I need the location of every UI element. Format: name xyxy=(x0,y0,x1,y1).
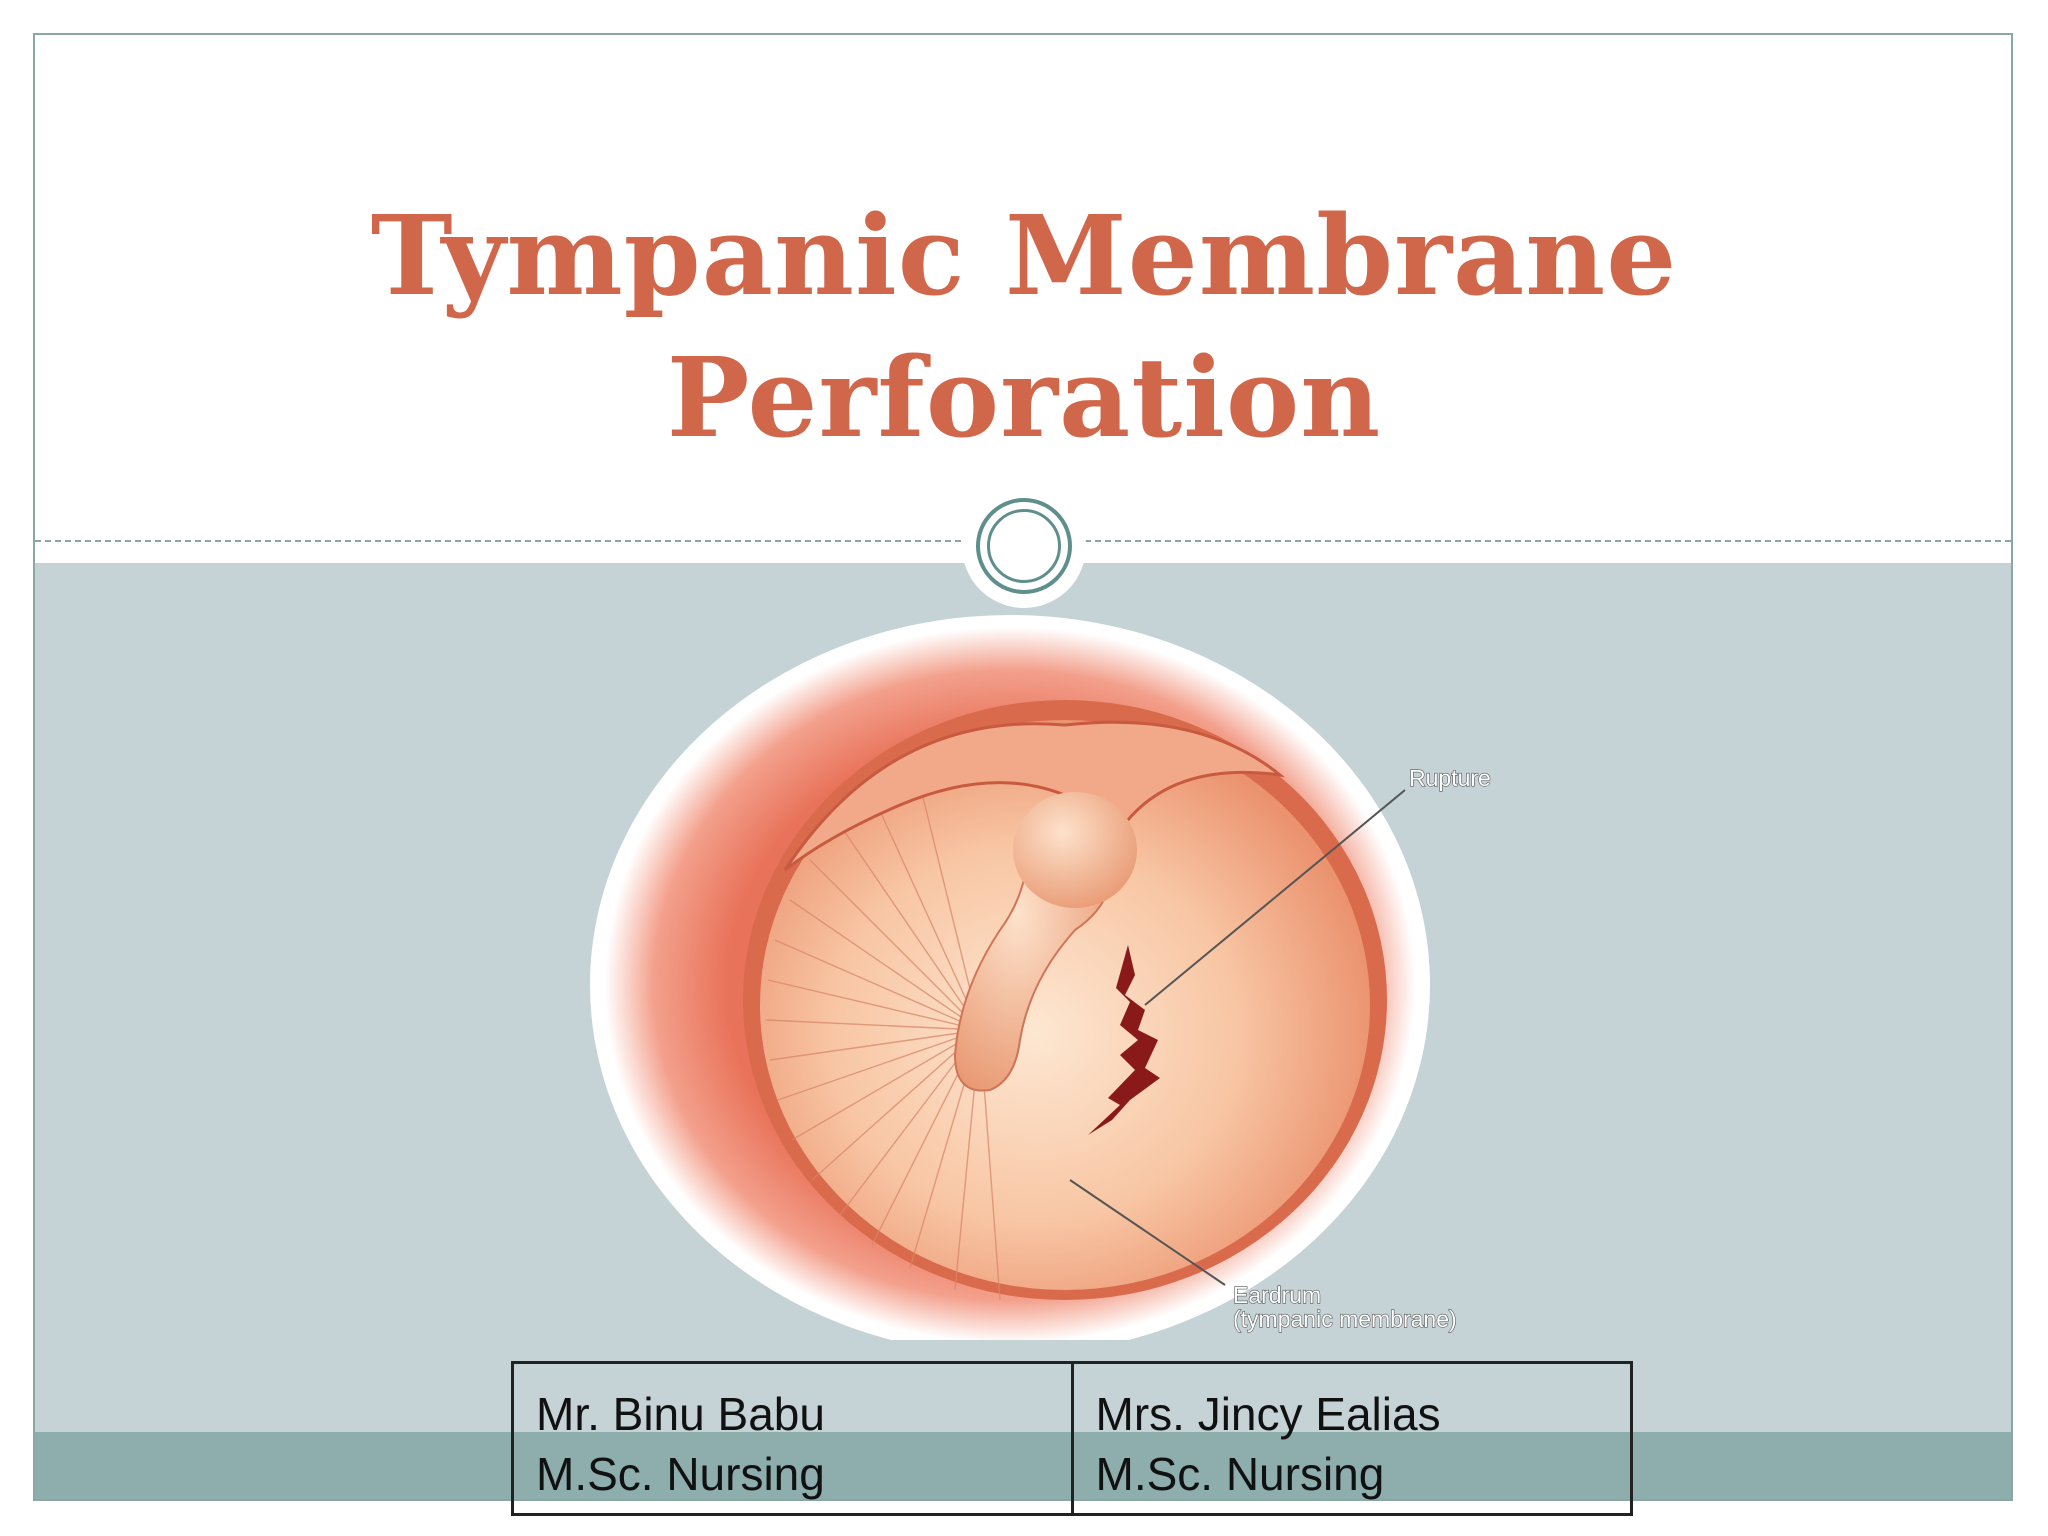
author-name: Mrs. Jincy Ealias xyxy=(1095,1388,1441,1440)
eardrum-label: Eardrum xyxy=(1233,1282,1321,1308)
author-cell-1: Mr. Binu Babu M.Sc. Nursing xyxy=(514,1364,1071,1513)
author-degree: M.Sc. Nursing xyxy=(536,1448,825,1500)
rupture xyxy=(1088,945,1160,1135)
title-line-2: Perforation xyxy=(666,333,1382,462)
authors-table: Mr. Binu Babu M.Sc. Nursing Mrs. Jincy E… xyxy=(511,1361,1633,1516)
author-cell-2: Mrs. Jincy Ealias M.Sc. Nursing xyxy=(1070,1364,1631,1513)
bottom-band xyxy=(35,1432,2011,1499)
eardrum-sublabel: (tympanic membrane) xyxy=(1233,1306,1457,1332)
circle-ornament-icon xyxy=(962,484,1086,608)
membrane xyxy=(760,720,1370,1290)
rupture-leader xyxy=(1144,789,1406,1006)
rupture-label: Rupture xyxy=(1409,765,1491,791)
title-line-1: Tympanic Membrane xyxy=(370,191,1678,320)
radial-fibres xyxy=(765,784,1001,1301)
eardrum-illustration: Rupture Eardrum (tympanic membrane) xyxy=(560,600,1540,1340)
eardrum-leader xyxy=(1069,1179,1226,1286)
author-degree: M.Sc. Nursing xyxy=(1095,1448,1385,1500)
slide-title: Tympanic Membrane Perforation xyxy=(200,185,1848,469)
author-name: Mr. Binu Babu xyxy=(536,1388,825,1440)
malleus-knob xyxy=(1013,792,1137,908)
pars-flaccida xyxy=(783,720,1286,872)
